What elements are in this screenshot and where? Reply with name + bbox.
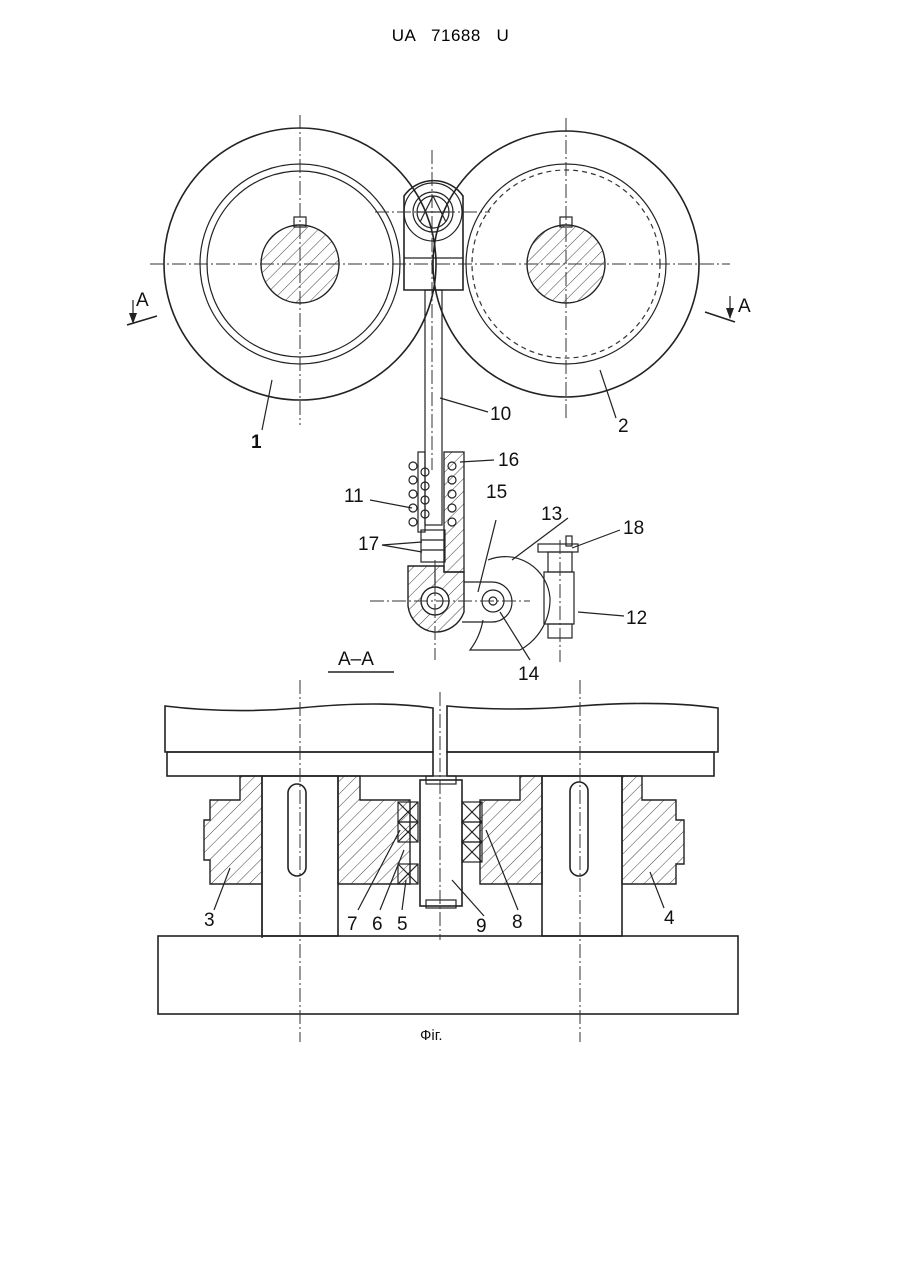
- svg-text:A: A: [738, 296, 751, 317]
- section-view: [158, 680, 738, 1042]
- figure-caption: Фіг.: [420, 1027, 443, 1044]
- section-mark-left: A: [127, 290, 157, 325]
- callout-17: 17: [358, 534, 379, 555]
- callout-7: 7: [347, 914, 358, 935]
- callout-12: 12: [626, 608, 647, 629]
- section-mark-right: A: [705, 296, 751, 322]
- callout-15: 15: [486, 482, 507, 503]
- bracket-12: [538, 536, 578, 662]
- cam-13: [470, 520, 550, 650]
- callout-10: 10: [490, 404, 511, 425]
- section-label: A–A: [328, 649, 394, 672]
- svg-text:A: A: [136, 290, 149, 311]
- callout-14: 14: [518, 664, 540, 685]
- callout-6: 6: [372, 914, 383, 935]
- top-view: A A: [127, 115, 751, 662]
- svg-text:A–A: A–A: [338, 649, 374, 670]
- spring-housing: [409, 452, 464, 572]
- callout-1: 1: [251, 432, 262, 453]
- callout-9: 9: [476, 916, 487, 937]
- callout-11: 11: [344, 486, 364, 507]
- callout-5: 5: [397, 914, 408, 935]
- callout-3: 3: [204, 910, 215, 931]
- leaders-section: [214, 830, 664, 916]
- callout-4: 4: [664, 908, 675, 929]
- lever: [370, 560, 530, 660]
- callout-18: 18: [623, 518, 644, 539]
- callout-8: 8: [512, 912, 523, 933]
- callout-13: 13: [541, 504, 562, 525]
- callout-2: 2: [618, 416, 629, 437]
- callout-16: 16: [498, 450, 519, 471]
